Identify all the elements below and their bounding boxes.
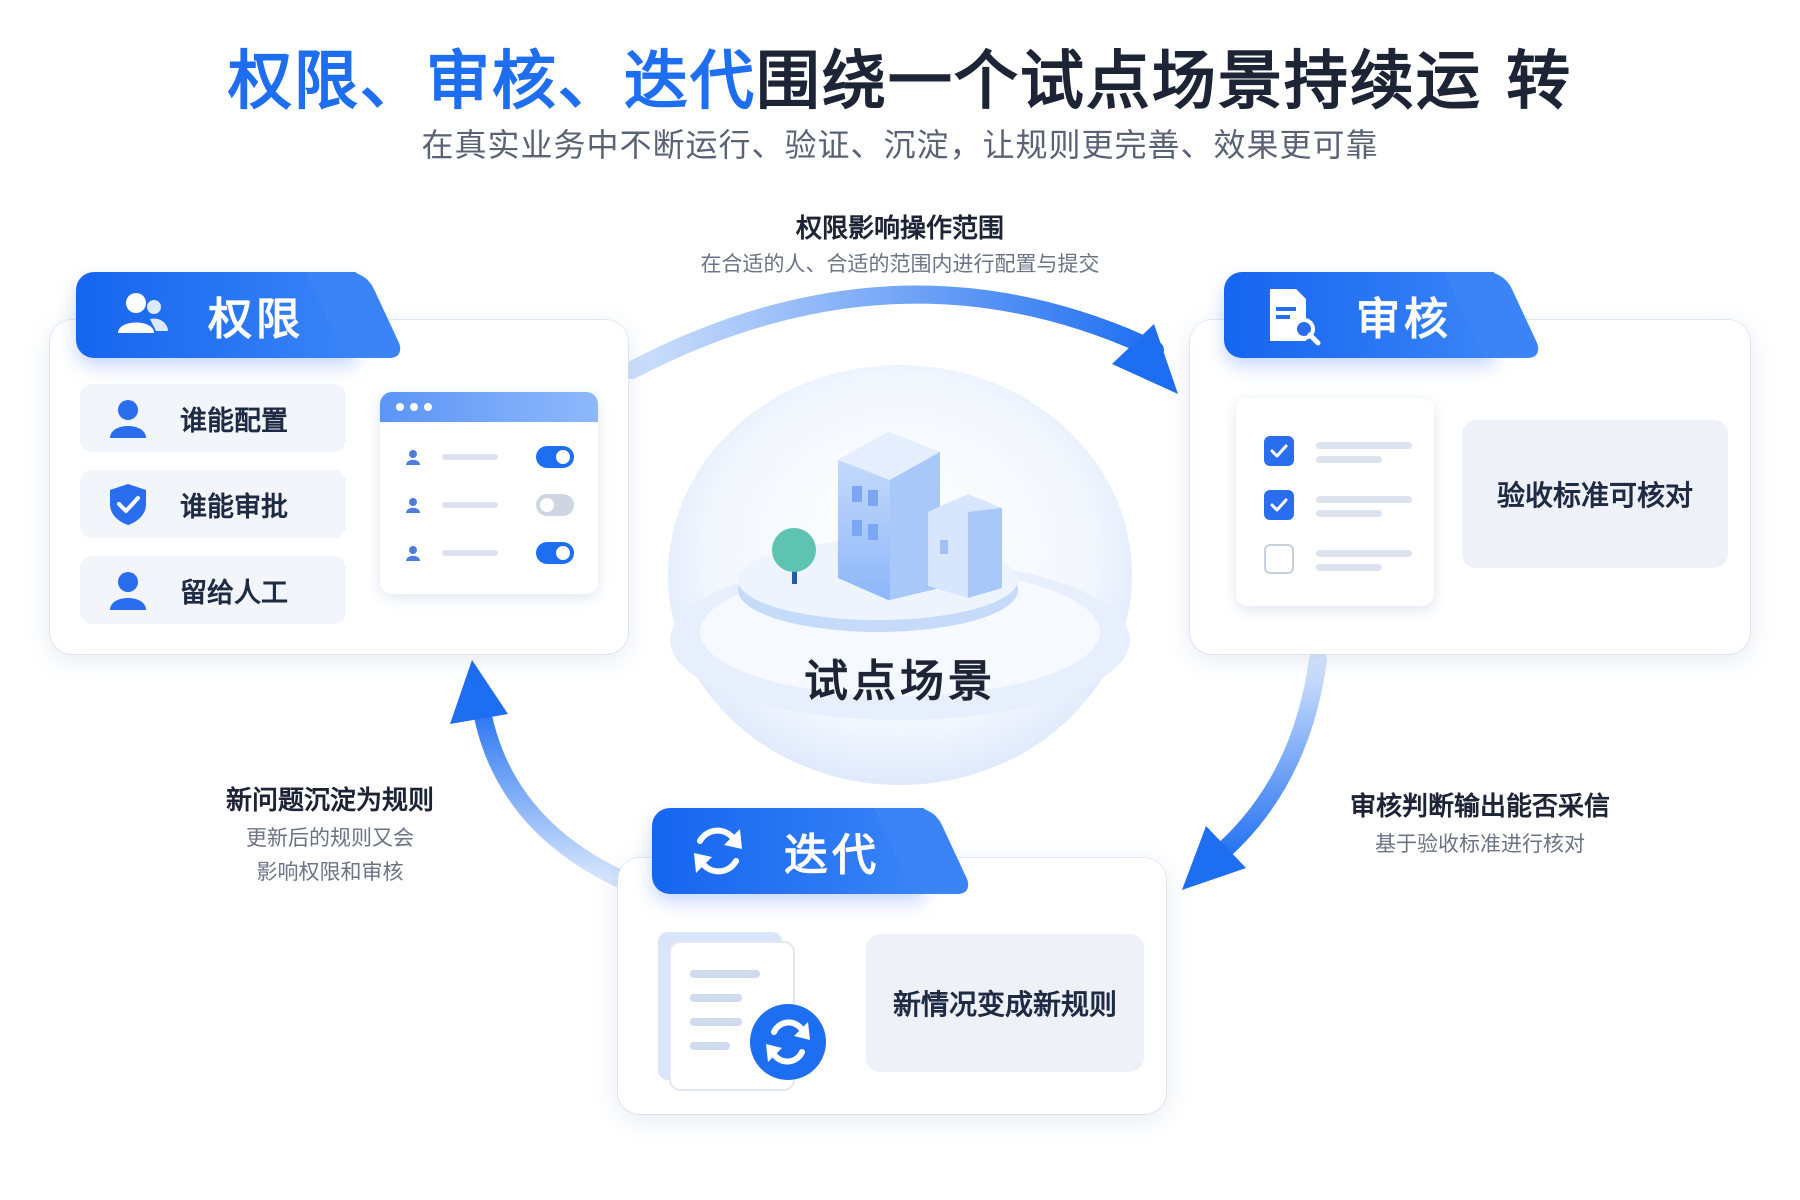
tree-icon bbox=[772, 528, 816, 584]
arrow-left-head bbox=[450, 660, 508, 724]
review-tab: 审核 bbox=[1224, 272, 1545, 358]
checkbox-checked[interactable] bbox=[1264, 490, 1294, 520]
document-search-icon bbox=[1270, 289, 1321, 346]
shield-check-icon bbox=[110, 484, 146, 525]
page-title: 权限、审核、迭代围绕一个试点场景持续运 转 bbox=[0, 30, 1800, 122]
toggle-switch-on[interactable] bbox=[536, 542, 574, 564]
arc-top-subtitle: 在合适的人、合适的范围内进行配置与提交 bbox=[700, 252, 1100, 276]
checkbox-checked[interactable] bbox=[1264, 436, 1294, 466]
permission-tab: 权限 bbox=[76, 272, 407, 358]
user-icon bbox=[110, 572, 146, 610]
permission-item-label: 谁能审批 bbox=[180, 491, 288, 523]
review-tab-label: 审核 bbox=[1356, 294, 1452, 345]
settings-mini-window bbox=[380, 392, 598, 594]
title-highlight: 权限、审核、迭代 bbox=[227, 45, 756, 119]
arrow-top bbox=[623, 285, 1164, 379]
refresh-icon bbox=[694, 827, 742, 875]
new-rule-box: 新情况变成新规则 bbox=[866, 934, 1144, 1072]
arrow-right bbox=[1201, 651, 1327, 871]
user-icon bbox=[406, 498, 420, 513]
arc-left-title: 新问题沉淀为规则 bbox=[225, 786, 434, 816]
permission-item-approve: 谁能审批 bbox=[80, 470, 346, 538]
mini-row bbox=[380, 436, 598, 476]
arc-right-title: 审核判断输出能否采信 bbox=[1349, 792, 1610, 822]
building-icon bbox=[838, 432, 1002, 600]
iteration-tab: 迭代 bbox=[652, 808, 975, 894]
permission-item-label: 谁能配置 bbox=[180, 405, 288, 437]
mini-window-titlebar bbox=[380, 392, 598, 422]
permission-item-label: 留给人工 bbox=[180, 577, 288, 609]
page-subtitle: 在真实业务中不断运行、验证、沉淀，让规则更完善、效果更可靠 bbox=[421, 126, 1379, 164]
user-icon bbox=[110, 400, 146, 438]
permission-tab-label: 权限 bbox=[208, 294, 304, 345]
mini-row bbox=[380, 532, 598, 572]
center-label: 试点场景 bbox=[804, 656, 996, 707]
arc-left-subtitle-2: 影响权限和审核 bbox=[256, 860, 404, 884]
acceptance-criteria-box: 验收标准可核对 bbox=[1462, 420, 1728, 568]
arc-top-title: 权限影响操作范围 bbox=[795, 214, 1004, 244]
document-refresh-icon bbox=[658, 932, 826, 1091]
arrow-left bbox=[471, 691, 627, 887]
check-icon bbox=[1270, 498, 1288, 512]
user-icon bbox=[406, 546, 420, 561]
arrow-right-head bbox=[1182, 826, 1246, 890]
users-icon bbox=[118, 293, 168, 333]
toggle-switch-off[interactable] bbox=[536, 494, 574, 516]
arrow-top-head bbox=[1112, 324, 1178, 394]
permission-item-manual: 留给人工 bbox=[80, 556, 346, 624]
checkbox-unchecked[interactable] bbox=[1264, 544, 1294, 574]
permission-item-configure: 谁能配置 bbox=[80, 384, 346, 452]
title-rest: 围绕一个试点场景持续运 转 bbox=[755, 45, 1573, 119]
arc-left-subtitle-1: 更新后的规则又会 bbox=[246, 826, 414, 850]
arc-right-subtitle: 基于验收标准进行核对 bbox=[1375, 832, 1585, 856]
mini-row bbox=[380, 484, 598, 524]
check-icon bbox=[1270, 444, 1288, 458]
toggle-switch-on[interactable] bbox=[536, 446, 574, 468]
user-icon bbox=[406, 450, 420, 465]
checklist-panel bbox=[1230, 390, 1440, 606]
iteration-tab-label: 迭代 bbox=[784, 830, 880, 881]
